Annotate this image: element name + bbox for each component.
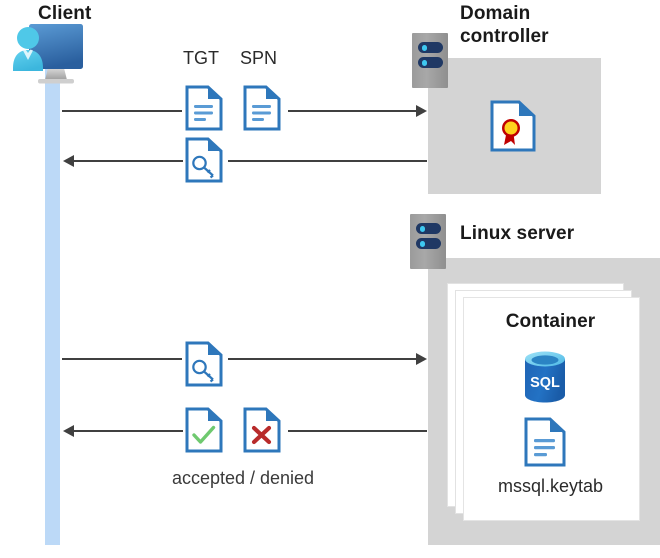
server-rack-icon [412,33,448,88]
msg1-line-left [62,110,182,112]
sql-database-icon-text: SQL [530,375,560,391]
accepted-document-check-icon [185,407,223,453]
msg4-arrowhead [63,425,74,437]
keytab-document-icon [524,417,566,467]
msg1-line-right [288,110,417,112]
denied-document-cross-icon [243,407,281,453]
container-title: Container [463,310,638,333]
tgt-document-icon [185,85,223,131]
msg1-arrowhead [416,105,427,117]
client-title: Client [38,2,178,25]
server-rack-icon-linux [410,214,446,269]
sql-database-icon: SQL [522,350,568,404]
spn-document-icon [243,85,281,131]
msg3-line-right [228,358,417,360]
container-card-front[interactable] [463,297,640,521]
msg2-line-left [73,160,183,162]
certificate-document-icon [490,100,536,152]
tgt-label-text: TGT [183,48,219,68]
linux-server-title: Linux server [460,222,660,245]
client-lifeline [45,66,60,545]
container-label: Container [505,311,596,332]
msg4-line-left [73,430,183,432]
client-icon [8,22,100,88]
domain-controller-label-line1: Domain [460,3,531,24]
tgt-label: TGT [183,48,219,69]
spn-label-text: SPN [240,48,278,68]
service-ticket-key-document-icon [185,137,223,183]
accepted-denied-caption-text: accepted / denied [171,468,315,488]
accepted-denied-caption: accepted / denied [63,468,423,489]
msg3-arrowhead [416,353,427,365]
msg4-line-right [288,430,427,432]
msg2-arrowhead [63,155,74,167]
msg3-line-left [62,358,182,360]
keytab-label: mssql.keytab [497,476,604,496]
msg2-line-right [228,160,427,162]
keytab-label-wrap: mssql.keytab [463,476,638,497]
presented-ticket-key-document-icon [185,341,223,387]
domain-controller-title: Domain controller [460,2,640,48]
linux-server-label: Linux server [460,223,575,244]
spn-label: SPN [240,48,277,69]
client-label: Client [38,3,92,24]
domain-controller-label-line2: controller [460,26,549,47]
